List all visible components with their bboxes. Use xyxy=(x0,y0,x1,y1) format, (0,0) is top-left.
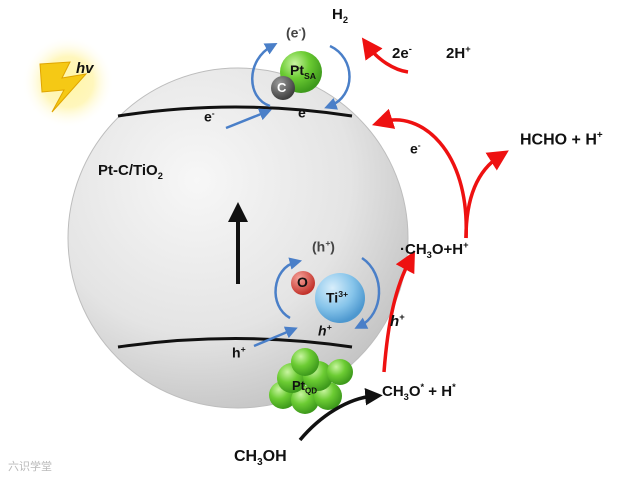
conduction-band-line xyxy=(117,105,353,118)
ti3-label: Ti3+ xyxy=(326,289,349,306)
watermark: 六识学堂 xyxy=(8,460,52,473)
pt-qd-cluster xyxy=(269,348,353,414)
methanol-adsorption-arrow xyxy=(298,387,383,442)
methanol-label: CH3OH xyxy=(234,448,287,469)
hole-red-label: h+ xyxy=(390,312,405,330)
hole-ring-label: h+ xyxy=(318,322,332,339)
valence-band-line xyxy=(117,337,353,349)
electron-loop-left-arrow xyxy=(251,43,278,108)
catalyst-label: Pt-C/TiO2 xyxy=(98,162,163,181)
lightning-icon xyxy=(39,61,88,113)
ti3-plus-ion xyxy=(315,273,365,323)
hv-label: hv xyxy=(76,60,94,77)
h2-evolution-arrow xyxy=(361,37,409,74)
electron-top-label: (e-) xyxy=(286,24,307,41)
hole-oxidation-arrow xyxy=(382,250,415,373)
carbon-label: C xyxy=(277,80,287,95)
hole-transfer-arrow xyxy=(253,326,298,348)
hcho-label: HCHO + H+ xyxy=(520,130,603,149)
oxygen-atom xyxy=(291,271,315,295)
electron-loop-right-arrow xyxy=(324,44,351,110)
hole-loop-right-arrow xyxy=(354,256,381,329)
two-proton-label: 2H+ xyxy=(446,44,471,62)
electron-injection-arrow xyxy=(371,108,468,239)
hcho-formation-arrow xyxy=(464,150,509,239)
methoxy-radical-label: ·CH3O+H+ xyxy=(400,240,469,260)
electron-left-label: e- xyxy=(204,108,215,125)
pt-sa-label: PtSA xyxy=(290,62,317,81)
electron-right-label: e- xyxy=(298,104,309,121)
electron-mid-label: e- xyxy=(410,140,421,157)
h2-label: H2 xyxy=(332,6,349,25)
adsorbed-methoxy-label: CH3O* + H* xyxy=(382,382,456,402)
two-electron-label: 2e- xyxy=(392,44,412,62)
oxygen-label: O xyxy=(297,274,308,290)
hole-left-label: h+ xyxy=(232,344,246,361)
pt-qd-label: PtQD xyxy=(292,378,318,396)
carbon-atom xyxy=(271,76,295,100)
electron-transfer-arrow xyxy=(225,108,272,130)
hole-top-label: (h+) xyxy=(312,238,335,255)
hole-loop-left-arrow xyxy=(274,257,303,320)
